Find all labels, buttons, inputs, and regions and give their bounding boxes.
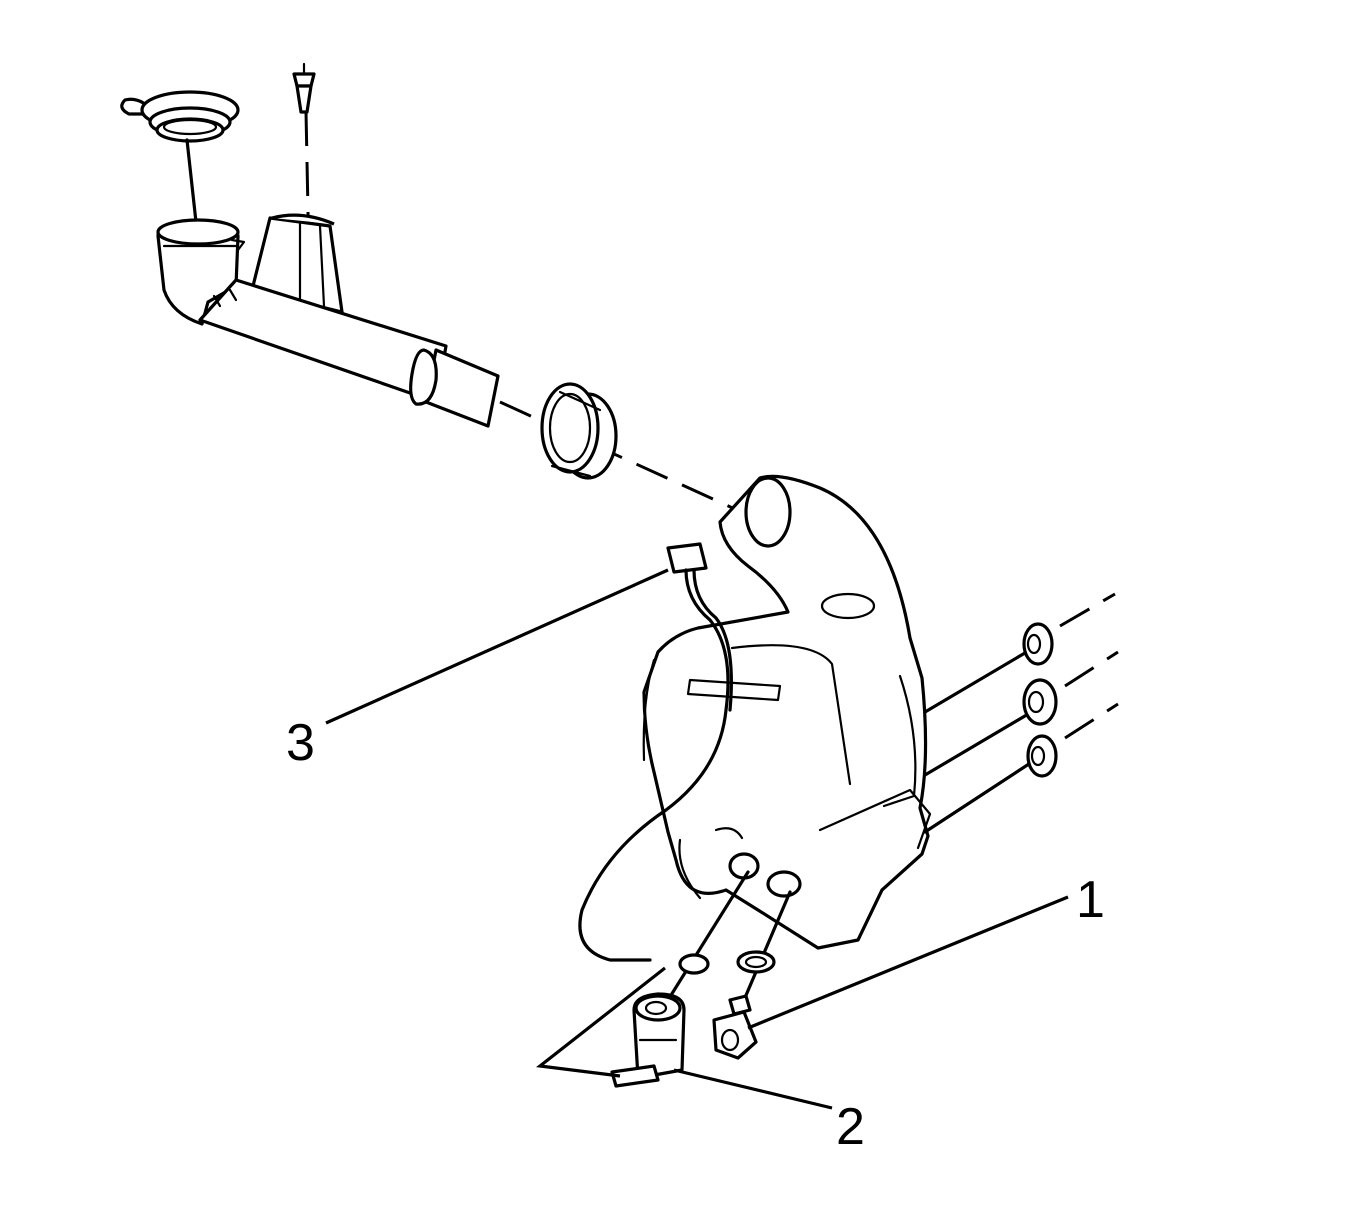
pump-nut bbox=[712, 994, 758, 1060]
pump-grommets bbox=[678, 950, 776, 975]
mounting-studs bbox=[923, 592, 1119, 834]
nut-alignment-line bbox=[742, 890, 792, 1002]
callout-2: 2 bbox=[836, 1098, 865, 1156]
leader-line-2 bbox=[535, 966, 666, 1078]
coupling-ring bbox=[540, 382, 618, 480]
wiring-harness bbox=[578, 542, 733, 962]
washer-pump bbox=[610, 992, 686, 1088]
pump-alignment-line bbox=[666, 870, 750, 1002]
filler-neck bbox=[156, 213, 500, 428]
callout-3: 3 bbox=[286, 714, 315, 772]
callout-1: 1 bbox=[1076, 871, 1105, 929]
leader-line-1 bbox=[747, 895, 1069, 1030]
reservoir-nuts bbox=[1022, 622, 1058, 778]
cap-alignment-line bbox=[185, 138, 198, 224]
washer-reservoir bbox=[642, 474, 932, 950]
leader-line-3 bbox=[325, 568, 669, 725]
leader-line-2b bbox=[673, 1068, 833, 1110]
filler-cap bbox=[120, 90, 240, 143]
coupling-alignment-line bbox=[499, 400, 749, 517]
push-pin-fastener bbox=[292, 62, 316, 114]
